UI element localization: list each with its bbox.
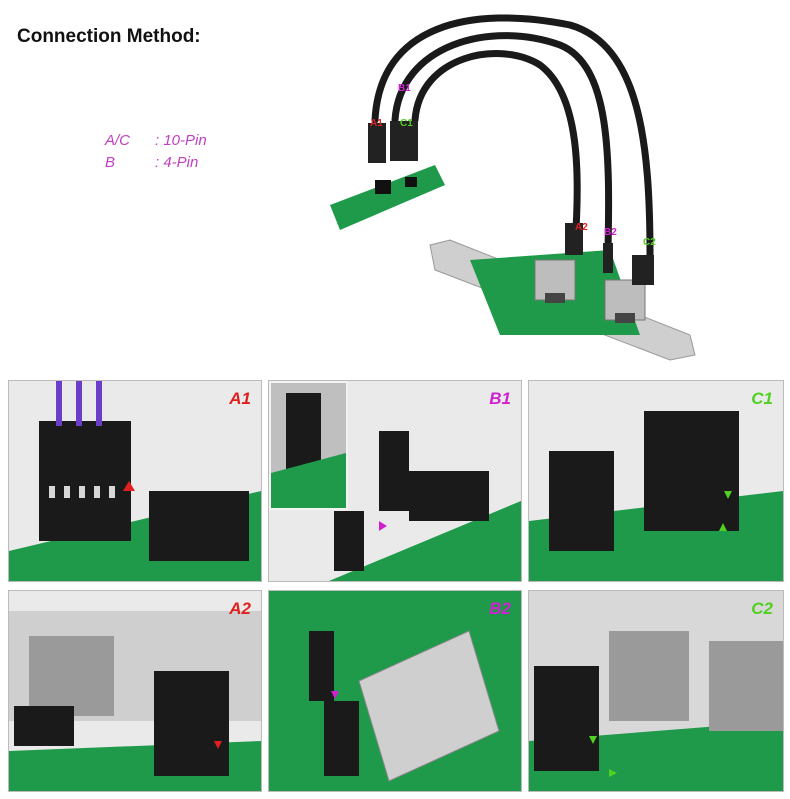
legend-key: A/C	[105, 132, 131, 149]
legend-key: B	[105, 154, 116, 171]
panel-c2: C2	[528, 590, 784, 792]
b1-photo	[329, 431, 521, 581]
panel-label-b2: B2	[489, 599, 511, 618]
b1-inset	[269, 381, 348, 510]
legend-row-b: B : 4-Pin	[105, 152, 207, 174]
mini-pcie-card	[330, 121, 445, 230]
hero-label-a2: A2	[575, 222, 588, 233]
product-illustration: B1 A1 C1 A2 B2 C2	[330, 14, 696, 361]
panel-label-b1: B1	[489, 389, 511, 408]
panel-c1: C1	[528, 380, 784, 582]
panel-a2: A2	[8, 590, 262, 792]
b1-inset-photo	[271, 393, 346, 508]
hero-label-a1: A1	[370, 118, 383, 129]
panel-label-c2: C2	[751, 599, 773, 618]
hero-label-c1: C1	[400, 118, 413, 129]
product-photo: B1 A1 C1 A2 B2 C2	[320, 5, 720, 375]
panel-b1: B1	[268, 380, 522, 582]
page-title: Connection Method:	[17, 26, 201, 47]
c1-photo	[529, 411, 783, 581]
pin-legend: A/C : 10-Pin B : 4-Pin	[105, 130, 207, 174]
b2-photo	[269, 591, 521, 791]
panel-b2: B2	[268, 590, 522, 792]
panel-label-a1: A1	[229, 389, 251, 408]
a2-photo	[9, 611, 261, 791]
cable-bundle	[371, 14, 654, 259]
panel-a1: A1	[8, 380, 262, 582]
legend-value: : 10-Pin	[155, 132, 207, 149]
legend-row-ac: A/C : 10-Pin	[105, 130, 207, 152]
panel-label-c1: C1	[751, 389, 773, 408]
hero-label-b1: B1	[398, 83, 411, 94]
a1-photo	[9, 381, 261, 581]
bracket	[429, 223, 696, 361]
panel-label-a2: A2	[229, 599, 251, 618]
hero-label-b2: B2	[604, 227, 617, 238]
hero-label-c2: C2	[643, 237, 656, 248]
legend-value: : 4-Pin	[155, 154, 199, 171]
c2-photo	[529, 591, 783, 791]
